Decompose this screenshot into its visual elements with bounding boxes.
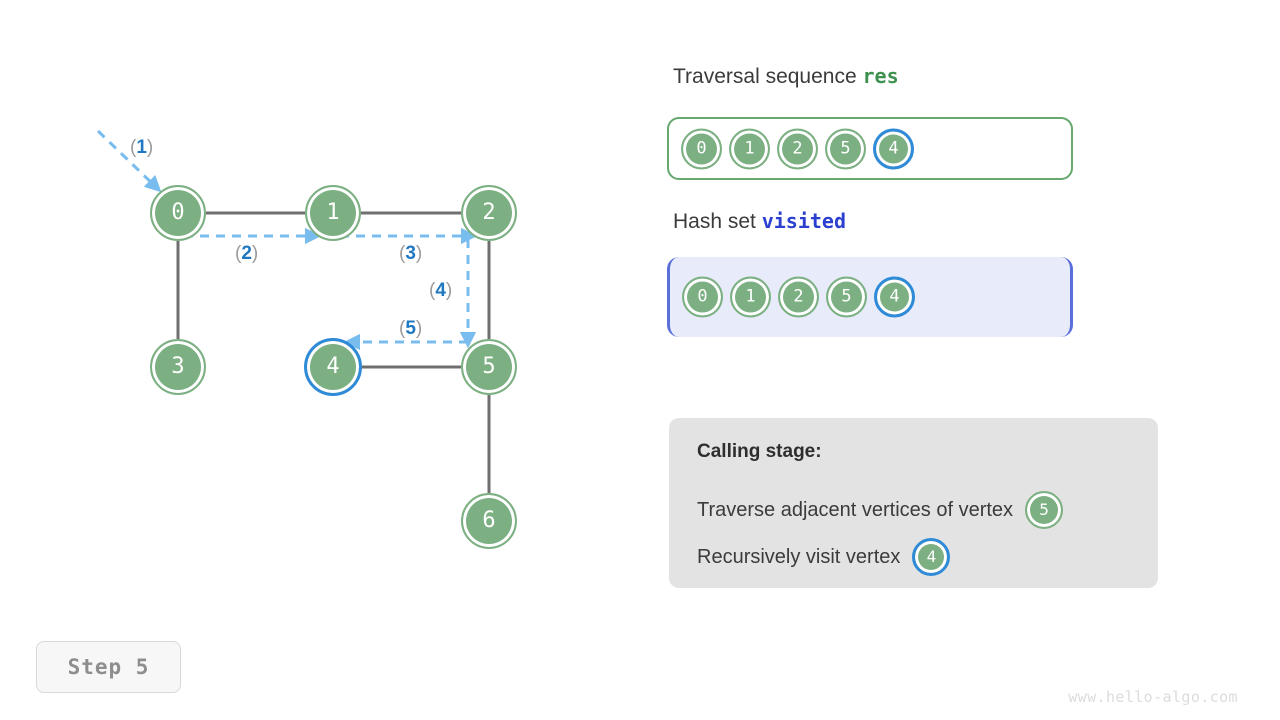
calling-stage-line-2-vertex[interactable]: 4 [912, 538, 951, 576]
traversal-step-label-5: (5) [399, 318, 422, 340]
paren-close: ) [415, 318, 423, 339]
calling-stage-title: Calling stage: [697, 441, 822, 462]
graph-vertex-3[interactable]: 3 [150, 339, 206, 395]
visited-chip-row: 0 1 2 5 4 [682, 276, 915, 318]
visited-chip-1-label: 1 [745, 286, 756, 307]
res-chip-3-label: 5 [840, 138, 851, 158]
res-chip-4-label: 4 [888, 138, 899, 158]
traversal-step-label-2: (2) [235, 243, 258, 265]
traversal-step-number-3: 3 [405, 243, 416, 264]
paren-open: ( [399, 318, 406, 339]
traversal-step-number-2: 2 [241, 243, 252, 264]
traversal-step-number-4: 4 [435, 280, 446, 301]
visited-chip-0[interactable]: 0 [682, 276, 723, 318]
traversal-step-label-1: (1) [130, 137, 153, 159]
calling-stage-line-1-text: Traverse adjacent vertices of vertex [697, 498, 1014, 521]
traversal-step-number-1: 1 [136, 137, 147, 158]
traversal-step-label-3: (3) [399, 243, 422, 265]
paren-open: ( [429, 280, 436, 301]
visited-chip-4-label: 4 [889, 286, 900, 307]
res-chip-0-label: 0 [696, 138, 707, 158]
calling-stage-line-2-text: Recursively visit vertex [697, 545, 901, 568]
traversal-arrows [96, 129, 478, 351]
graph-vertex-5-label: 5 [482, 354, 496, 379]
visited-chip-3-label: 5 [841, 286, 852, 307]
res-chip-3[interactable]: 5 [825, 128, 866, 169]
visited-chip-0-label: 0 [697, 286, 708, 307]
traversal-step-number-5: 5 [405, 318, 416, 339]
graph-canvas [96, 129, 491, 493]
visited-section-title: Hash set visited [673, 209, 846, 234]
visited-code-token: visited [761, 209, 847, 233]
paren-close: ) [415, 243, 423, 264]
calling-stage-panel: Calling stage: Traverse adjacent vertice… [669, 418, 1158, 588]
graph-vertex-1-label: 1 [326, 200, 340, 225]
calling-stage-line-1-vertex-label: 5 [1039, 500, 1049, 519]
graph-vertex-4[interactable]: 4 [304, 338, 362, 396]
info-panel: Traversal sequence res 0 1 2 5 4 Hash se… [660, 0, 1280, 720]
graph-vertex-1[interactable]: 1 [305, 185, 361, 241]
calling-stage-line-2-vertex-label: 4 [926, 547, 937, 566]
res-container: 0 1 2 5 4 [667, 117, 1073, 180]
res-chip-4[interactable]: 4 [873, 128, 914, 169]
calling-stage-line-2: Recursively visit vertex 4 [697, 538, 951, 576]
site-watermark: www.hello-algo.com [1068, 688, 1238, 706]
graph-panel: 0 1 2 3 4 5 6 (1) (2) (3) (4) (5) [96, 129, 517, 549]
graph-vertex-0-label: 0 [171, 200, 185, 225]
res-chip-2-label: 2 [792, 138, 803, 158]
res-chip-row: 0 1 2 5 4 [681, 128, 914, 169]
paren-open: ( [235, 243, 242, 264]
visited-chip-4[interactable]: 4 [874, 276, 915, 318]
res-title-prefix: Traversal sequence [673, 65, 863, 88]
visited-chip-2[interactable]: 2 [778, 276, 819, 318]
visited-chip-1[interactable]: 1 [730, 276, 771, 318]
graph-vertex-6[interactable]: 6 [461, 493, 517, 549]
calling-stage-line-1: Traverse adjacent vertices of vertex 5 [697, 491, 1064, 529]
res-chip-0[interactable]: 0 [681, 128, 722, 169]
res-chip-2[interactable]: 2 [777, 128, 818, 169]
graph-vertex-2-label: 2 [482, 200, 496, 225]
paren-close: ) [445, 280, 453, 301]
res-chip-1[interactable]: 1 [729, 128, 770, 169]
visited-chip-3[interactable]: 5 [826, 276, 867, 318]
calling-stage-line-1-vertex[interactable]: 5 [1025, 491, 1064, 529]
res-chip-1-label: 1 [744, 138, 755, 158]
graph-vertex-3-label: 3 [171, 354, 185, 379]
graph-vertex-2[interactable]: 2 [461, 185, 517, 241]
res-code-token: res [862, 64, 899, 88]
graph-vertex-4-label: 4 [326, 354, 340, 379]
visited-title-prefix: Hash set [673, 210, 762, 233]
paren-close: ) [146, 137, 154, 158]
visited-chip-2-label: 2 [793, 286, 804, 307]
paren-open: ( [399, 243, 406, 264]
step-badge[interactable]: Step 5 [36, 641, 181, 693]
graph-edges [176, 211, 491, 493]
graph-vertex-5[interactable]: 5 [461, 339, 517, 395]
paren-open: ( [130, 137, 137, 158]
paren-close: ) [251, 243, 259, 264]
traversal-step-label-4: (4) [429, 280, 452, 302]
res-section-title: Traversal sequence res [673, 64, 899, 89]
visited-container: 0 1 2 5 4 [667, 257, 1073, 337]
graph-vertex-0[interactable]: 0 [150, 185, 206, 241]
graph-vertex-6-label: 6 [482, 508, 496, 533]
